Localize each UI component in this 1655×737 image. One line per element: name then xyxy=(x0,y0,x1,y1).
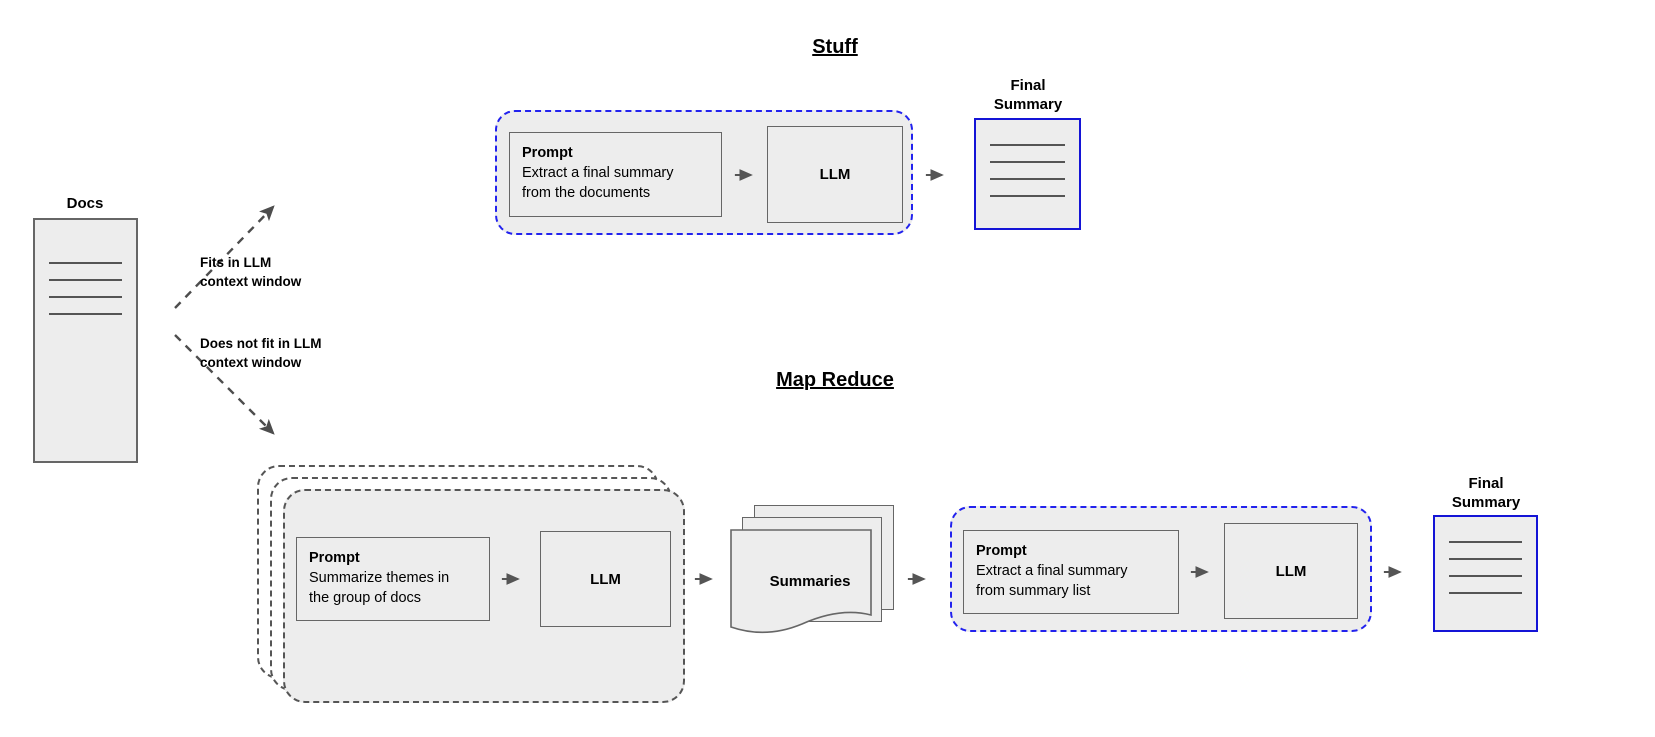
arrow-map-group-to-summaries xyxy=(694,573,713,585)
map-prompt-line2: the group of docs xyxy=(309,590,422,606)
map-llm-label: LLM xyxy=(590,570,621,588)
edge-label-fits-line1: Fits in LLM xyxy=(200,255,272,270)
docs-label: Docs xyxy=(66,195,104,212)
map-prompt-heading: Prompt xyxy=(309,550,360,566)
final-summary-top-lines xyxy=(990,144,1065,197)
stuff-llm-box: LLM xyxy=(767,126,903,223)
final-summary-line xyxy=(990,144,1065,146)
final-summary-bottom-lines xyxy=(1449,541,1522,594)
summaries-label: Summaries xyxy=(769,573,851,590)
arrow-summaries-to-reduce-group xyxy=(907,573,926,585)
docs-line xyxy=(49,279,122,281)
edge-label-not-fit-line2: context window xyxy=(200,355,302,371)
arrow-reduce-llm-to-final-summary xyxy=(1383,566,1402,578)
final-summary-line xyxy=(990,195,1065,197)
docs-document xyxy=(33,218,138,463)
edge-label-fits-line2: context window xyxy=(200,274,302,290)
summaries-sheet-front xyxy=(730,529,872,634)
stuff-prompt-heading: Prompt xyxy=(522,145,573,161)
edge-label-fits: Fits in LLM context window xyxy=(200,253,490,291)
final-summary-bottom-line1: Final xyxy=(1468,475,1504,492)
final-summary-document-top xyxy=(974,118,1081,230)
arrow-stuff-prompt-to-llm xyxy=(734,169,753,181)
final-summary-document-bottom xyxy=(1433,515,1538,632)
final-summary-top-line1: Final xyxy=(1010,77,1046,94)
docs-line xyxy=(49,313,122,315)
final-summary-line xyxy=(990,178,1065,180)
final-summary-top-line2: Summary xyxy=(993,96,1063,114)
final-summary-line xyxy=(990,161,1065,163)
reduce-prompt-box: Prompt Extract a final summary from summ… xyxy=(963,530,1179,614)
edge-label-not-fit-line1: Does not fit in LLM xyxy=(200,336,322,351)
stuff-prompt-box: Prompt Extract a final summary from the … xyxy=(509,132,722,217)
final-summary-line xyxy=(1449,541,1522,543)
docs-line xyxy=(49,296,122,298)
arrow-stuff-llm-to-final-summary xyxy=(925,169,944,181)
final-summary-line xyxy=(1449,558,1522,560)
map-prompt-line1: Summarize themes in xyxy=(309,570,450,586)
docs-text-lines xyxy=(49,262,122,315)
stuff-prompt-line1: Extract a final summary xyxy=(522,165,674,181)
final-summary-line xyxy=(1449,575,1522,577)
stuff-llm-label: LLM xyxy=(819,166,851,183)
final-summary-line xyxy=(1449,592,1522,594)
final-summary-label-bottom: Final Summary xyxy=(1421,474,1551,512)
reduce-llm-label: LLM xyxy=(1275,562,1307,580)
map-llm-box: LLM xyxy=(540,531,671,627)
stuff-prompt-line2: from the documents xyxy=(522,185,651,201)
reduce-prompt-heading: Prompt xyxy=(976,543,1027,559)
section-title-stuff: Stuff xyxy=(812,36,858,58)
arrow-map-prompt-to-llm xyxy=(501,573,520,585)
final-summary-label-top: Final Summary xyxy=(963,76,1093,114)
docs-line xyxy=(49,262,122,264)
arrow-reduce-prompt-to-llm xyxy=(1190,566,1209,578)
section-title-map-reduce: Map Reduce xyxy=(776,369,894,391)
reduce-llm-box: LLM xyxy=(1224,523,1358,619)
map-prompt-box: Prompt Summarize themes in the group of … xyxy=(296,537,490,621)
reduce-prompt-line1: Extract a final summary xyxy=(976,563,1128,579)
final-summary-bottom-line2: Summary xyxy=(1451,494,1521,512)
reduce-prompt-line2: from summary list xyxy=(976,583,1091,599)
edge-label-does-not-fit: Does not fit in LLM context window xyxy=(200,334,520,372)
summaries-stack: Summaries xyxy=(730,505,900,635)
